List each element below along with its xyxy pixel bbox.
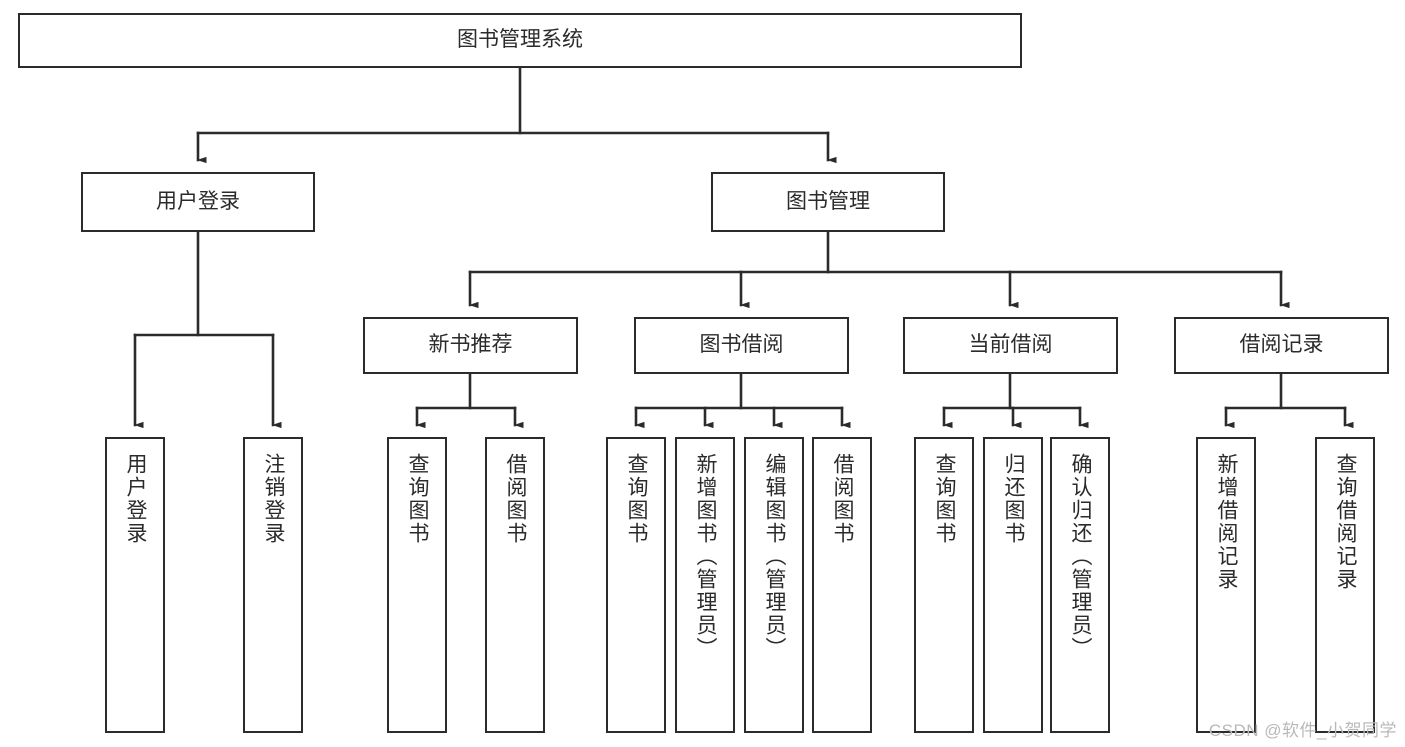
node-leaf-query-book-1-label: 查询图书: [406, 453, 430, 545]
node-user-login[interactable]: 用户登录: [81, 172, 315, 232]
node-leaf-user-login-label: 用户登录: [124, 453, 148, 545]
node-leaf-add-record-label: 新增借阅记录: [1215, 453, 1239, 591]
node-book-borrow-label: 图书借阅: [699, 333, 784, 357]
node-leaf-borrow-book-2[interactable]: 借阅图书: [812, 437, 872, 733]
node-leaf-query-book-2-label: 查询图书: [625, 453, 649, 545]
node-leaf-borrow-book-1[interactable]: 借阅图书: [485, 437, 545, 733]
node-new-book-recommend[interactable]: 新书推荐: [363, 317, 578, 374]
node-leaf-add-record[interactable]: 新增借阅记录: [1196, 437, 1256, 733]
node-leaf-return-book[interactable]: 归还图书: [983, 437, 1043, 733]
node-leaf-add-book[interactable]: 新增图书（管理员）: [675, 437, 735, 733]
node-leaf-query-record[interactable]: 查询借阅记录: [1315, 437, 1375, 733]
node-leaf-query-book-1[interactable]: 查询图书: [387, 437, 447, 733]
node-book-manage-label: 图书管理: [786, 189, 870, 213]
node-leaf-confirm-return-label: 确认归还（管理员）: [1069, 453, 1093, 660]
node-borrow-record[interactable]: 借阅记录: [1174, 317, 1389, 374]
node-leaf-user-login[interactable]: 用户登录: [105, 437, 165, 733]
node-leaf-confirm-return[interactable]: 确认归还（管理员）: [1050, 437, 1110, 733]
csdn-watermark: CSDN @软件_小贺同学: [1208, 721, 1397, 740]
node-leaf-user-logout[interactable]: 注销登录: [243, 437, 303, 733]
node-leaf-user-logout-label: 注销登录: [262, 453, 286, 545]
node-current-borrow[interactable]: 当前借阅: [903, 317, 1118, 374]
node-root-label: 图书管理系统: [457, 28, 583, 52]
node-new-book-recommend-label: 新书推荐: [428, 333, 513, 357]
node-leaf-return-book-label: 归还图书: [1002, 453, 1026, 545]
node-borrow-record-label: 借阅记录: [1239, 333, 1324, 357]
node-leaf-query-book-2[interactable]: 查询图书: [606, 437, 666, 733]
node-root[interactable]: 图书管理系统: [18, 13, 1022, 68]
node-book-borrow[interactable]: 图书借阅: [634, 317, 849, 374]
node-leaf-edit-book-label: 编辑图书（管理员）: [763, 453, 787, 660]
node-leaf-borrow-book-1-label: 借阅图书: [504, 453, 528, 545]
node-leaf-query-book-3[interactable]: 查询图书: [914, 437, 974, 733]
node-leaf-borrow-book-2-label: 借阅图书: [831, 453, 855, 545]
node-book-manage[interactable]: 图书管理: [711, 172, 945, 232]
node-leaf-query-book-3-label: 查询图书: [933, 453, 957, 545]
node-current-borrow-label: 当前借阅: [968, 333, 1053, 357]
node-user-login-label: 用户登录: [156, 189, 240, 213]
node-leaf-add-book-label: 新增图书（管理员）: [694, 453, 718, 660]
node-leaf-query-record-label: 查询借阅记录: [1334, 453, 1358, 591]
node-leaf-edit-book[interactable]: 编辑图书（管理员）: [744, 437, 804, 733]
